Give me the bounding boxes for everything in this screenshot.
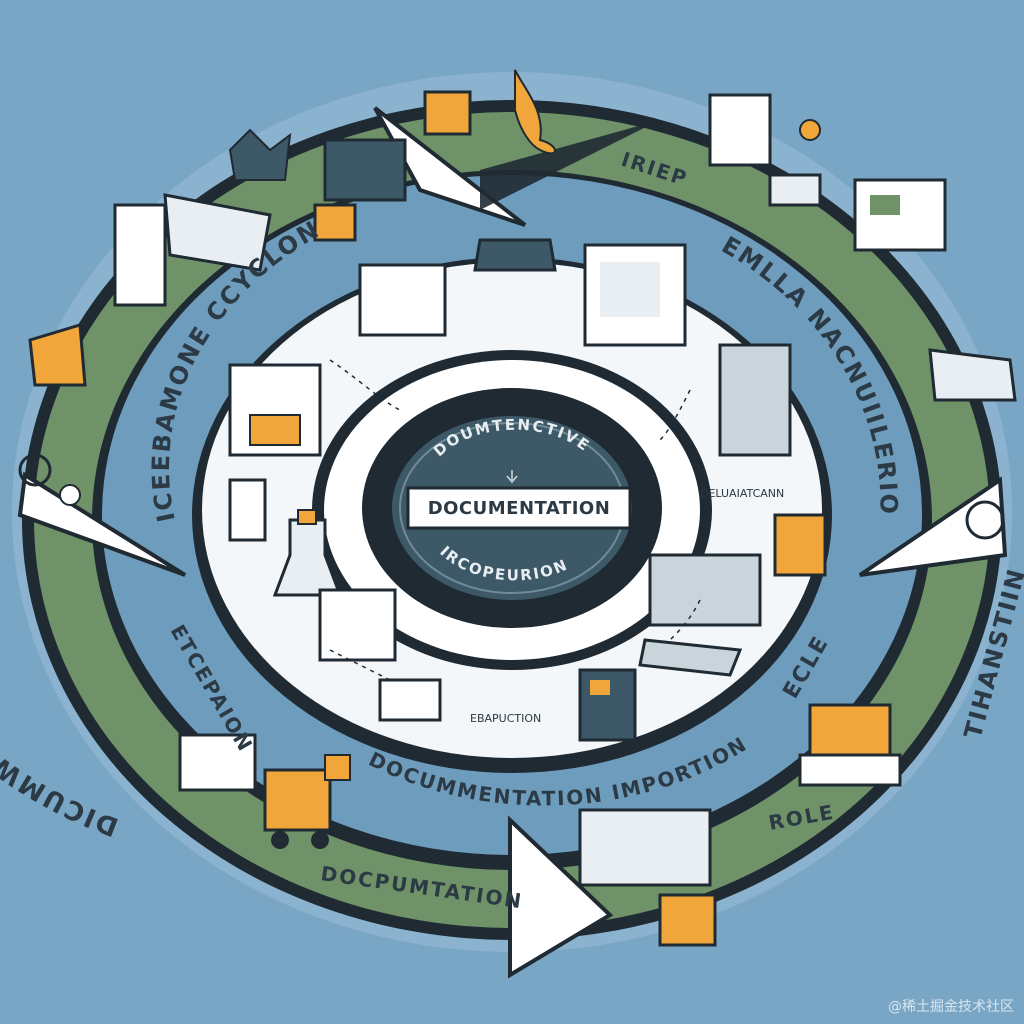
laptop-icon [768,173,822,207]
magnifier-icon [59,484,81,506]
pallet-base-icon [798,753,902,787]
tree-icon [228,128,292,181]
illustration-left [18,323,87,506]
bird-icon [514,69,556,155]
headset-icon [18,453,52,487]
pallet-icon [808,703,892,762]
sun-icon [799,119,821,141]
wheel-icon [271,831,289,849]
box-icon [773,513,827,577]
package-icon [423,90,472,136]
printer-icon [578,808,712,887]
factory-icon [718,343,792,457]
illustration-top-right [514,69,1017,402]
crate-icon [313,203,357,242]
inner-caption-right: DELUAIATCANN [700,487,784,500]
ruler-icon [638,638,743,677]
inner-caption-bottom: EBAPUCTION [470,712,541,725]
arrow-top-right-icon [480,120,660,210]
arrow-down-icon [506,470,518,484]
box-stack-icon [323,138,407,202]
server-icon [113,203,167,307]
workstation-icon [318,588,397,662]
dashed-connectors [329,359,701,681]
inner-laptop-icon [358,263,447,337]
illustration-books [113,90,472,307]
coin-stack-icon [324,754,351,781]
center-main-label: DOCUMENTATION [428,498,611,519]
cube-box-icon [249,414,301,446]
forklift-icon [263,768,332,832]
illustration-bottom [178,500,1005,947]
gear-icon [473,238,557,272]
monitor-screen [870,195,900,215]
tent-icon [28,323,87,387]
center-hub [362,388,662,628]
wheel-icon [311,831,329,849]
flask-cap [297,509,317,525]
blocks-icon [648,553,762,627]
document-icon [708,93,772,167]
watermark: @稀土掘金技术社区 [888,999,1014,1015]
battery-cap [590,680,610,695]
scale-icon [378,678,442,722]
center-label-box [406,486,632,530]
open-book-icon [163,193,272,272]
desktop-screen [600,262,660,317]
package-bottom-icon [658,893,717,947]
cart-icon [178,733,257,792]
bicycle-icon [965,500,1005,540]
car-icon [928,348,1017,402]
arrow-bottom-icon [508,815,614,979]
illustration-inner-ring [228,238,827,742]
device-icon [228,478,267,542]
